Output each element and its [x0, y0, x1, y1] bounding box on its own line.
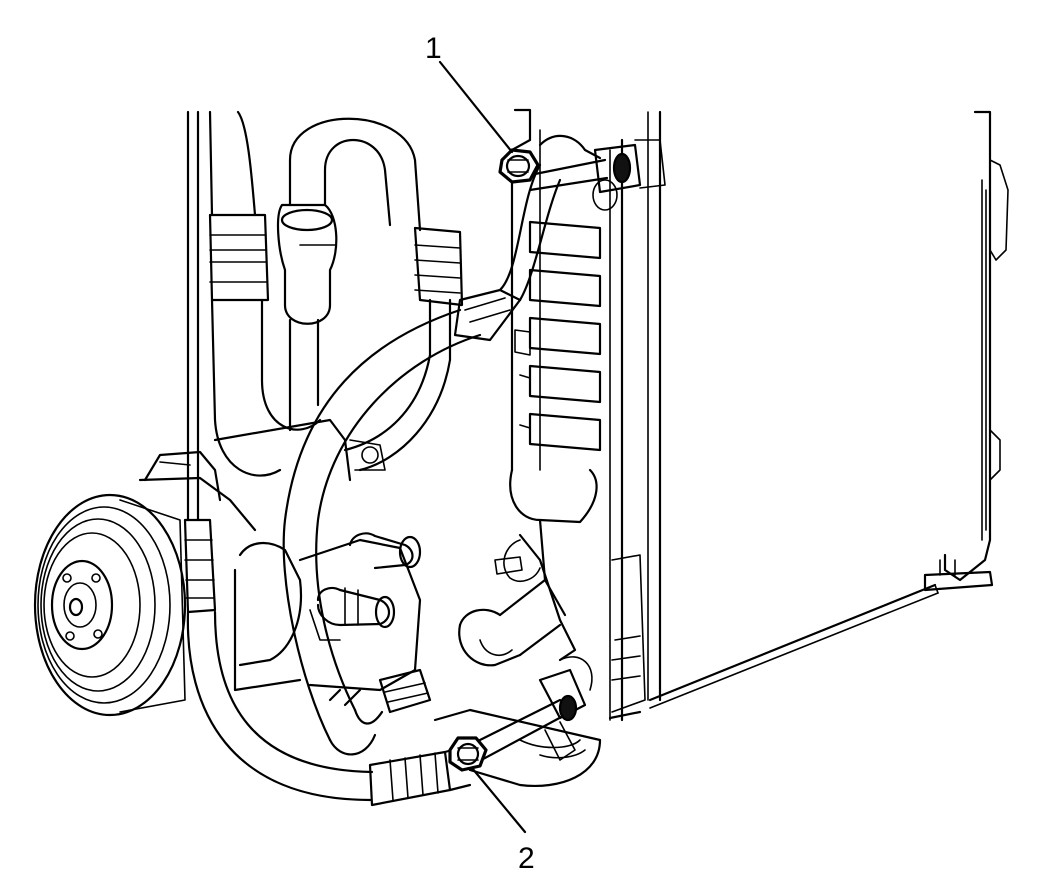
radiator-side-tank	[923, 110, 1009, 592]
fitting-2-assembly	[468, 656, 593, 767]
lower-liquid-line	[183, 518, 602, 807]
nut-1-icon	[498, 148, 540, 184]
condenser	[608, 110, 939, 722]
callout-number-1: 1	[425, 32, 442, 65]
discharge-hose-loop	[282, 163, 562, 756]
nut-2-icon	[448, 736, 488, 772]
callout-number-2: 2	[518, 842, 535, 875]
compressor-pulley	[33, 493, 187, 717]
upper-hose-arch	[186, 110, 464, 522]
callout-leader-2	[470, 766, 527, 834]
fitting-1-assembly	[528, 134, 666, 211]
receiver-drier	[458, 108, 602, 667]
callout-leader-1	[438, 60, 514, 154]
